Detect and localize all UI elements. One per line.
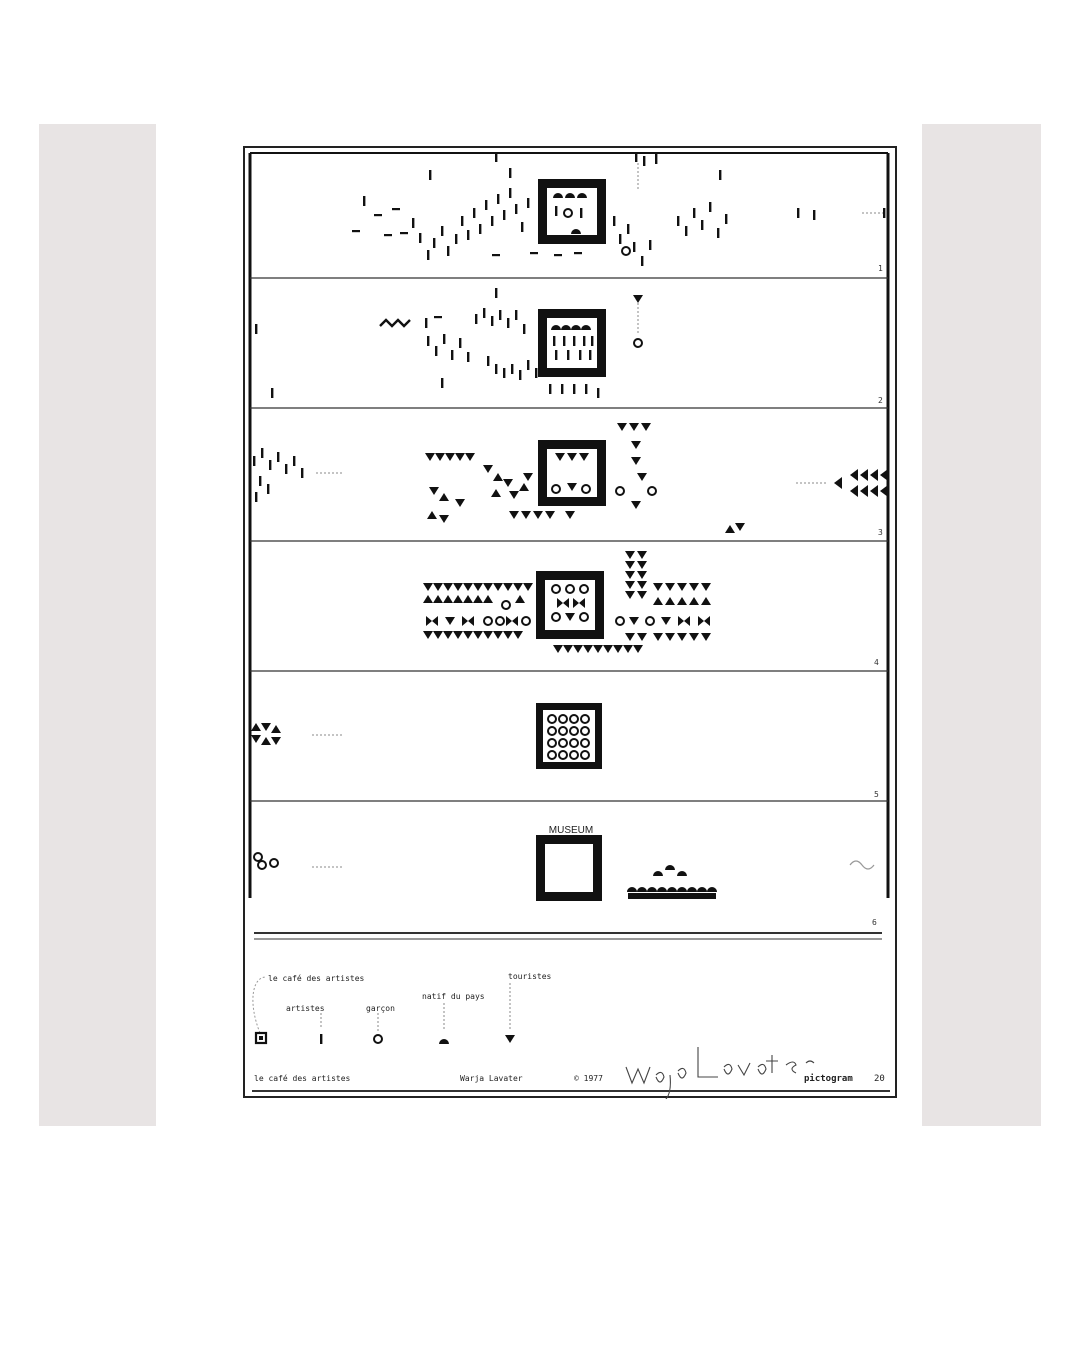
museum-label: MUSEUM [549,825,593,836]
legend-waiter-label: garçon [366,1004,395,1013]
signature [625,1047,815,1099]
local-legend-icon [439,1039,449,1044]
footer: le café des artistes Warja Lavater © 197… [254,1047,885,1099]
tourist-legend-icon [505,1035,515,1043]
panel-4: 4 [423,551,879,667]
artist-legend-icon [320,1034,323,1044]
legend-artists-label: artistes [286,1004,325,1013]
panel-3: 3 [253,423,888,537]
pictogram-artwork: 1 2 [243,146,897,1099]
footer-number: 20 [874,1074,885,1084]
legend-cafe-label: le café des artistes [268,973,365,983]
cafe-legend-icon [254,1031,268,1045]
footer-title: le café des artistes [254,1073,351,1083]
panel-dividers [250,277,890,1092]
panel-number-5: 5 [874,790,879,799]
exit-group-5 [251,723,342,745]
panel-5: 5 [251,703,879,799]
crowd-left-4 [423,583,533,639]
exit-group-6 [253,852,875,870]
legend-tourists-label: touristes [508,972,552,981]
crowd-right-1 [613,152,886,266]
panel-number-4: 4 [874,658,879,667]
artwork-sheet: 1 2 [238,143,898,1099]
panel-1: 1 [352,152,886,273]
panel-number-3: 3 [878,528,883,537]
footer-series: pictogram [804,1073,853,1084]
legend: le café des artistes artistes garçon nat… [252,972,552,1045]
visitors-6 [627,865,717,899]
outer-frame [243,146,897,1098]
panel-2: 2 [255,288,883,405]
footer-year: © 1977 [574,1074,603,1083]
right-gray-band [922,124,1041,1126]
panel-number-6: 6 [872,918,877,927]
footer-author: Warja Lavater [460,1074,523,1083]
panel-6: MUSEUM 6 [253,825,877,927]
panel-number-1: 1 [878,264,883,273]
left-gray-band [39,124,156,1126]
legend-locals-label: natif du pays [422,992,485,1001]
waiter-legend-icon [373,1034,383,1044]
crowd-right-3 [615,423,888,533]
crowd-left-3 [253,448,575,523]
crowd-left-2 [255,288,600,398]
panel-number-2: 2 [878,396,883,405]
